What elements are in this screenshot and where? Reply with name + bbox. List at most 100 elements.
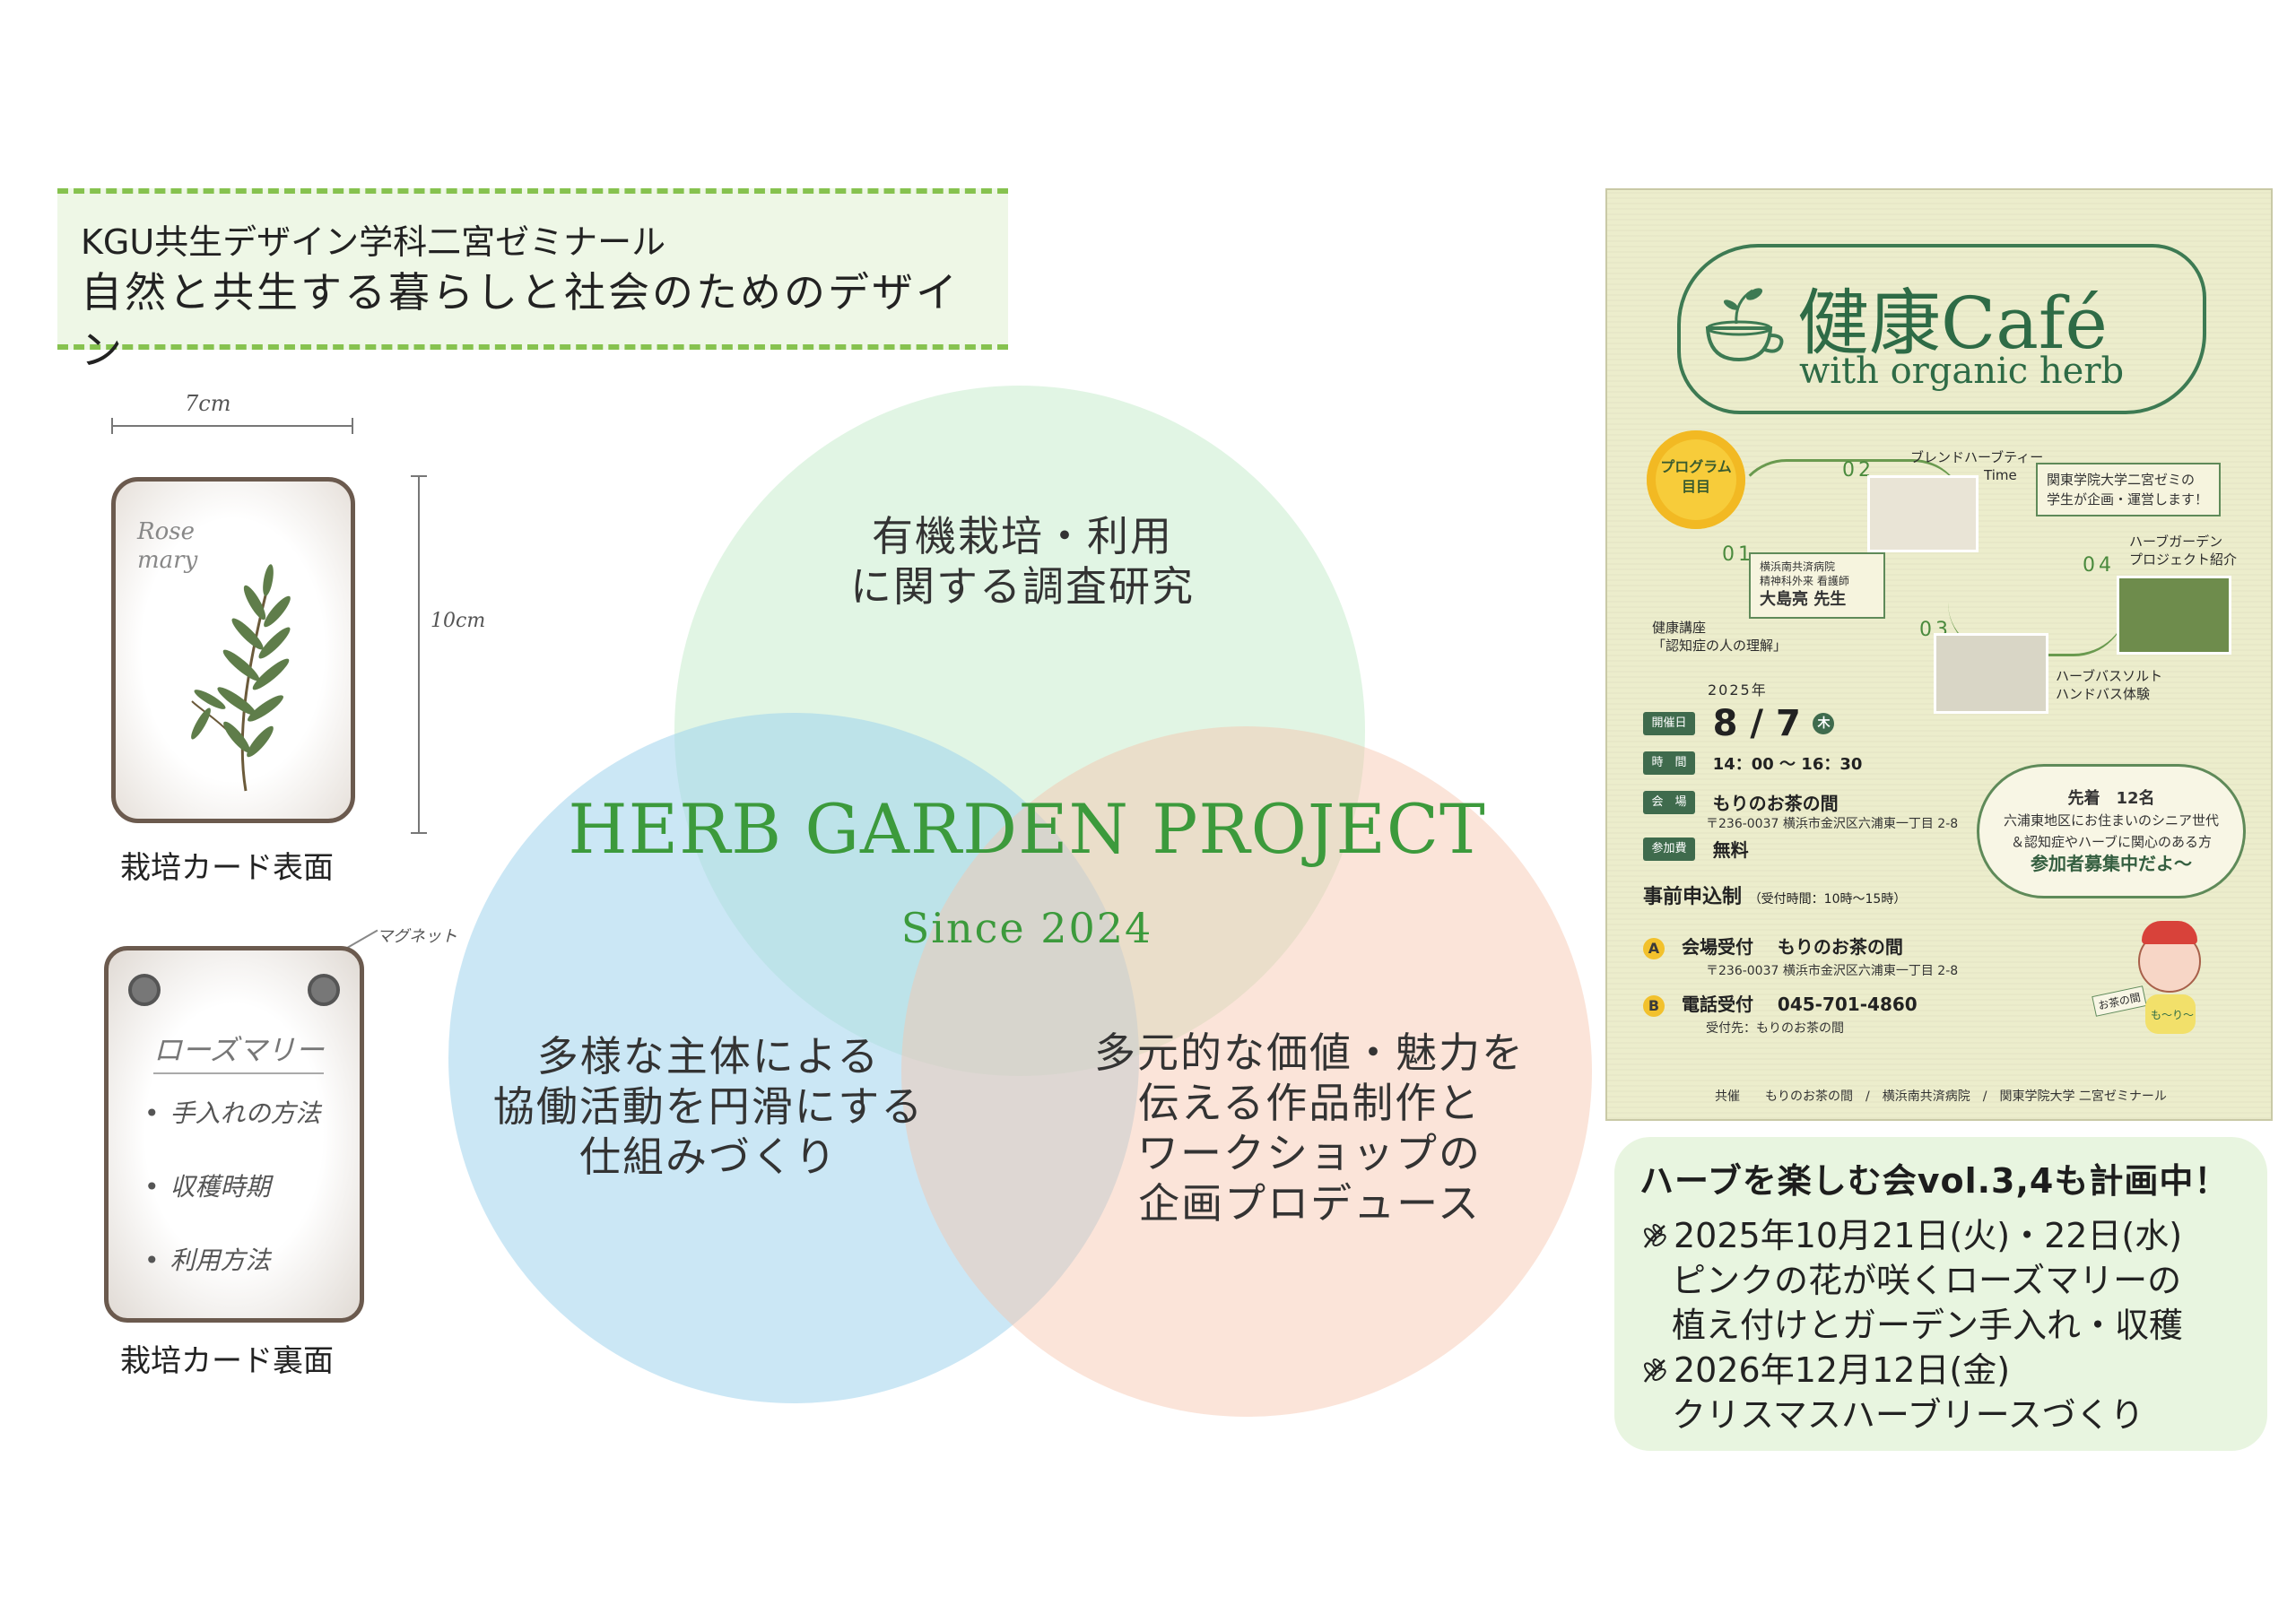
vine-decoration: [1733, 459, 1966, 728]
venn-top-text: 有機栽培・利用 に関する調査研究: [807, 511, 1238, 612]
header-title: 自然と共生する暮らしと社会のためのデザイン: [81, 268, 960, 374]
speaker-box: 横浜南共済病院 精神科外来 看護師 大島亮 先生: [1749, 552, 1885, 619]
garden-photo: [2117, 576, 2231, 655]
mascot-hat: [2142, 921, 2197, 944]
event1-desc: 植え付けとガーデン手入れ・収穫: [1672, 1306, 2184, 1345]
height-dimension-line: [411, 475, 427, 834]
bath-salt-photo: [1934, 633, 2048, 714]
event2-date-row: 2026年12月12日(金): [1639, 1348, 2242, 1393]
apply-b-text: 電話受付 045-701-4860: [1681, 994, 1918, 1015]
program-num-02: 02: [1842, 459, 1874, 482]
list-item: 収穫時期: [144, 1167, 321, 1203]
apply-a-row: A 会場受付 もりのお茶の間: [1643, 933, 1903, 959]
date-tag: 開催日: [1643, 712, 1695, 735]
magnet-label: マグネット: [377, 927, 457, 946]
program-item04-line1: ハーブガーデン: [2129, 534, 2223, 550]
apply-b-sub: 受付先：もりのお茶の間: [1706, 1021, 1844, 1036]
recruit-text: 参加者募集中だよ～: [2031, 853, 2192, 874]
upcoming-events-title: ハーブを楽しむ会vol.3,4も計画中！: [1639, 1161, 2230, 1201]
card-back-list: 手入れの方法 収穫時期 利用方法: [144, 1094, 321, 1315]
kgu-note: 関東学院大学二宮ゼミの 学生が企画・運営します！: [2036, 463, 2221, 516]
program-item02-title: ブレンドハーブティー: [1910, 449, 2044, 465]
program-item03-line1: ハーブバスソルト: [2056, 668, 2163, 684]
speaker-line: 精神科外来 看護師: [1760, 575, 1849, 587]
poster-footer: 共催 もりのお茶の間 / 横浜南共済病院 / 関東学院大学 二宮ゼミナール: [1715, 1089, 2167, 1104]
poster-subtitle: with organic herb: [1799, 351, 2125, 392]
mascot-illustration: お茶の間 も〜り〜: [2092, 921, 2224, 1055]
event1-desc: ピンクの花が咲くローズマリーの: [1672, 1261, 2182, 1300]
program-num-04: 04: [2083, 554, 2115, 577]
apply-title-row: 事前申込制 （受付時間：10時～15時）: [1643, 881, 1906, 909]
program-item04-line2: プロジェクト紹介: [2129, 551, 2238, 568]
venn-left-line: 仕組みづくり: [579, 1133, 838, 1181]
venn-circle-collaboration: [448, 713, 1139, 1403]
venn-top-line: 有機栽培・利用: [872, 512, 1173, 560]
venn-left-text: 多様な主体による 協働活動を円滑にする 仕組みづくり: [484, 1031, 933, 1182]
program-num-01: 01: [1722, 543, 1754, 566]
poster-title: 健康Café: [1797, 282, 2108, 365]
apply-hours: （受付時間：10時～15時）: [1748, 892, 1907, 907]
event1-date-row: 2025年10月21日(火)・22日(水): [1639, 1213, 2242, 1258]
poster-title-frame: 健康Café with organic herb: [1677, 244, 2206, 414]
lecture-label: 健康講座: [1652, 620, 1707, 636]
width-dimension-line: [111, 418, 353, 434]
mascot-sign: お茶の間: [2092, 985, 2147, 1017]
mascot-body: [2145, 994, 2196, 1034]
apply-b-badge: B: [1643, 995, 1665, 1017]
program-label: 目目: [1681, 478, 1710, 495]
card-front-script: Rose mary: [137, 518, 198, 574]
event2-desc: クリスマスハーブリースづくり: [1672, 1395, 2144, 1435]
list-item: 手入れの方法: [144, 1094, 321, 1130]
speaker-line: 横浜南共済病院: [1760, 560, 1836, 573]
apply-a-address: 〒236-0037 横浜市金沢区六浦東一丁目 2-8: [1706, 964, 1959, 978]
kgu-note-line: 関東学院大学二宮ゼミの: [2047, 472, 2196, 488]
venue-tag: 会 場: [1643, 790, 1695, 814]
event-time: 14：00 ～ 16：30: [1712, 755, 1863, 774]
event-date-row: 開催日 8 / 7 木: [1643, 703, 1835, 744]
venn-top-line: に関する調査研究: [850, 562, 1195, 611]
upcoming-events-box: ハーブを楽しむ会vol.3,4も計画中！ 2025年10月21日(火)・22日(…: [1614, 1137, 2267, 1451]
event2-date: 2026年12月12日(金): [1674, 1350, 2011, 1390]
event-date: 8 / 7: [1712, 703, 1801, 744]
fee-tag: 参加費: [1643, 837, 1695, 861]
apply-a-text: 会場受付 もりのお茶の間: [1681, 936, 1903, 958]
kgu-note-line: 学生が企画・運営します！: [2047, 491, 2209, 508]
apply-title: 事前申込制: [1643, 886, 1743, 908]
time-tag: 時 間: [1643, 751, 1695, 775]
apply-a-badge: A: [1643, 938, 1665, 959]
rosemary-illustration: [191, 564, 291, 792]
event-year: 2025年: [1708, 681, 1768, 699]
capacity: 先着 12名: [2067, 789, 2155, 808]
card-back-caption: 栽培カード裏面: [120, 1343, 334, 1379]
cultivation-cards: 7cm 10cm Rose mary 栽培カード表面: [90, 386, 502, 1417]
header-banner: KGU共生デザイン学科二宮ゼミナール 自然と共生する暮らしと社会のためのデザイン: [57, 188, 1008, 374]
venn-left-line: 多様な主体による: [536, 1032, 881, 1081]
venn-right-line: 企画プロデュース: [1138, 1179, 1481, 1228]
event-poster: 健康Café with organic herb プログラム 目目 02 ブレン…: [1605, 188, 2273, 1121]
venn-right-text: 多元的な価値・魅力を 伝える作品制作と ワークショップの 企画プロデュース: [1076, 1028, 1543, 1228]
venue-address: 〒236-0037 横浜市金沢区六浦東一丁目 2-8: [1706, 817, 1959, 831]
event-venue-row: 会 場 もりのお茶の間: [1643, 789, 1839, 815]
tea-photo: [1867, 475, 1979, 552]
venn-right-line: 伝える作品制作と: [1137, 1079, 1482, 1127]
event-fee: 無料: [1712, 839, 1749, 861]
card-back: ローズマリー 手入れの方法 収穫時期 利用方法: [104, 946, 364, 1323]
venn-right-line: 多元的な価値・魅力を: [1094, 1028, 1525, 1077]
venn-left-line: 協働活動を円滑にする: [492, 1082, 925, 1131]
program-flower-badge: プログラム 目目: [1647, 430, 1745, 529]
event-venue: もりのお茶の間: [1712, 793, 1839, 814]
speaker-name: 大島亮 先生: [1760, 590, 1847, 609]
project-since: Since 2024: [900, 904, 1153, 952]
list-item: 利用方法: [144, 1241, 321, 1277]
herb-leaf-icon: [1643, 1358, 1666, 1383]
venn-right-line: ワークショップの: [1137, 1129, 1482, 1177]
card-back-title: ローズマリー: [153, 1028, 325, 1074]
program-label: プログラム: [1660, 458, 1732, 475]
event-time-row: 時 間 14：00 ～ 16：30: [1643, 751, 1862, 775]
event1-date: 2025年10月21日(火)・22日(水): [1674, 1216, 2183, 1255]
card-front-caption: 栽培カード表面: [120, 850, 334, 886]
herb-leaf-icon: [1643, 1224, 1666, 1248]
program-item02-time: Time: [1984, 467, 2017, 483]
recruit-bubble: 先着 12名 六浦東地区にお住まいのシニア世代 ＆認知症やハーブに関心のある方 …: [1977, 764, 2246, 898]
magnet-icon: [128, 974, 161, 1006]
